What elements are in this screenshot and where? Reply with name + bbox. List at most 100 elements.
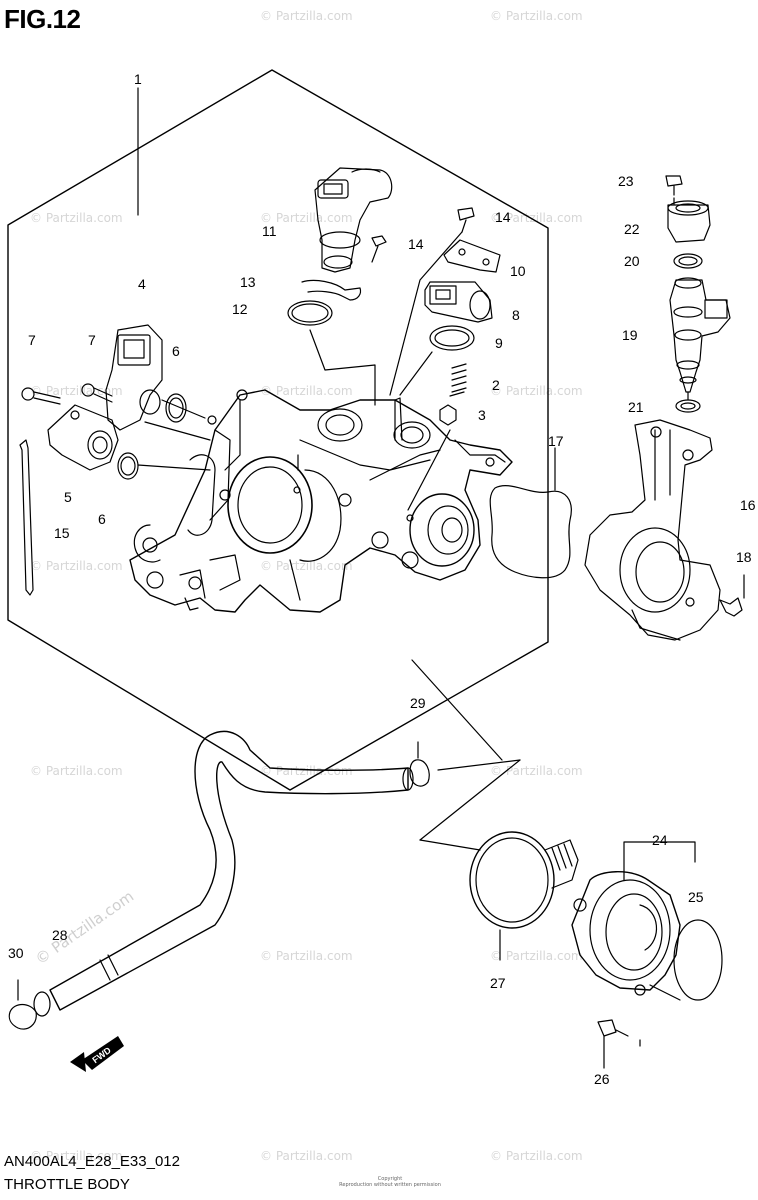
injector-part-19 xyxy=(669,277,731,393)
clamp-band-part-27 xyxy=(469,831,579,929)
watermark: © Partzilla.com xyxy=(30,764,123,778)
callout-19: 19 xyxy=(622,327,638,343)
callout-3: 3 xyxy=(478,407,486,423)
leader-line xyxy=(144,421,211,441)
callout-27: 27 xyxy=(490,975,506,991)
watermark: © Partzilla.com xyxy=(30,384,123,398)
callout-layer: 1 2 3 4 5 6 6 7 7 8 9 10 11 12 13 14 14 … xyxy=(8,71,756,1087)
callout-30: 30 xyxy=(8,945,24,961)
callout-23: 23 xyxy=(618,173,634,189)
model-code: AN400AL4_E28_E33_012 xyxy=(4,1153,180,1170)
callout-2: 2 xyxy=(492,377,500,393)
callout-18: 18 xyxy=(736,549,752,565)
spring-part-2 xyxy=(449,363,467,397)
watermark: © Partzilla.com xyxy=(260,1149,353,1163)
callout-14: 14 xyxy=(495,209,511,225)
callout-6: 6 xyxy=(98,511,106,527)
watermark: © Partzilla.com xyxy=(490,949,583,963)
sensor-part-4 xyxy=(105,324,163,431)
callout-9: 9 xyxy=(495,335,503,351)
sensor-part-11 xyxy=(314,167,393,273)
watermark: © Partzilla.com xyxy=(490,764,583,778)
o-ring-part-9 xyxy=(429,325,475,351)
watermark: © Partzilla.com xyxy=(490,9,583,23)
bracket-part-10 xyxy=(443,239,501,273)
watermark: © Partzilla.com xyxy=(260,559,353,573)
leader-line xyxy=(389,231,463,396)
callout-10: 10 xyxy=(510,263,526,279)
leader-line xyxy=(137,464,211,471)
callout-26: 26 xyxy=(594,1071,610,1087)
watermark: © Partzilla.com xyxy=(260,384,353,398)
o-ring-part-6 xyxy=(165,393,187,423)
nut-part-3 xyxy=(439,404,457,426)
callout-8: 8 xyxy=(512,307,520,323)
callout-4: 4 xyxy=(138,276,146,292)
leader-line xyxy=(623,841,696,881)
watermark: © Partzilla.com xyxy=(490,211,583,225)
leader-line xyxy=(399,351,433,396)
watermark: © Partzilla.com xyxy=(30,1149,123,1163)
leader-line xyxy=(309,329,376,406)
callout-7: 7 xyxy=(88,332,96,348)
callout-17: 17 xyxy=(548,433,564,449)
watermark: © Partzilla.com xyxy=(260,9,353,23)
figure-title: FIG.12 xyxy=(4,4,81,34)
callout-16: 16 xyxy=(740,497,756,513)
clamp-part-29 xyxy=(409,759,430,787)
o-ring-part-12 xyxy=(287,300,333,326)
leader-line xyxy=(419,839,481,851)
leader-line xyxy=(407,429,451,511)
callout-20: 20 xyxy=(624,253,640,269)
callout-6: 6 xyxy=(172,343,180,359)
callout-29: 29 xyxy=(410,695,426,711)
watermark: © Partzilla.com xyxy=(30,211,123,225)
callout-21: 21 xyxy=(628,399,644,415)
screw-part-7 xyxy=(21,383,113,405)
leader-line xyxy=(161,399,206,419)
watermark-diagonal: © Partzilla.com xyxy=(32,887,137,968)
callout-1: 1 xyxy=(134,71,142,87)
o-ring-part-6 xyxy=(117,452,139,480)
callout-28: 28 xyxy=(52,927,68,943)
callout-24: 24 xyxy=(652,832,668,848)
leader-line xyxy=(437,759,521,771)
clamp-part-30 xyxy=(8,1003,37,1030)
sensor-part-8 xyxy=(424,281,493,323)
bolt-part-26 xyxy=(597,1019,617,1037)
callout-15: 15 xyxy=(54,525,70,541)
callout-13: 13 xyxy=(240,274,256,290)
copyright-notice: Copyright Reproduction without written p… xyxy=(330,1176,450,1188)
o-ring-part-21 xyxy=(675,399,701,413)
watermark: © Partzilla.com xyxy=(490,384,583,398)
throttle-body-casting xyxy=(129,389,513,613)
intake-bracket-part-16 xyxy=(584,419,721,641)
cap-part-22 xyxy=(667,200,711,243)
callout-12: 12 xyxy=(232,301,248,317)
figure-caption: THROTTLE BODY xyxy=(4,1176,130,1193)
watermark: © Partzilla.com xyxy=(260,764,353,778)
sensor-part-5 xyxy=(47,404,119,471)
watermark: © Partzilla.com xyxy=(490,1149,583,1163)
screw-part-23 xyxy=(665,175,683,187)
o-ring-part-25 xyxy=(673,919,723,1001)
elbow-part-24 xyxy=(571,871,681,1001)
callout-22: 22 xyxy=(624,221,640,237)
leader-line xyxy=(419,759,521,841)
copyright-line: Reproduction without written permission xyxy=(339,1182,441,1188)
callout-7: 7 xyxy=(28,332,36,348)
assembly-boundary-outline xyxy=(7,69,549,791)
o-ring-part-20 xyxy=(673,253,703,269)
callout-11: 11 xyxy=(262,223,277,239)
callout-5: 5 xyxy=(64,489,72,505)
callout-14: 14 xyxy=(408,236,424,252)
copyright-line: Copyright xyxy=(377,1176,403,1182)
hose-part-28 xyxy=(33,730,414,1017)
screw-part-14 xyxy=(371,207,475,263)
watermark: © Partzilla.com xyxy=(260,211,353,225)
gasket-part-17 xyxy=(489,485,572,579)
callout-25: 25 xyxy=(688,889,704,905)
forward-direction-arrow: FWD xyxy=(70,1036,124,1072)
leader-line xyxy=(411,659,503,761)
